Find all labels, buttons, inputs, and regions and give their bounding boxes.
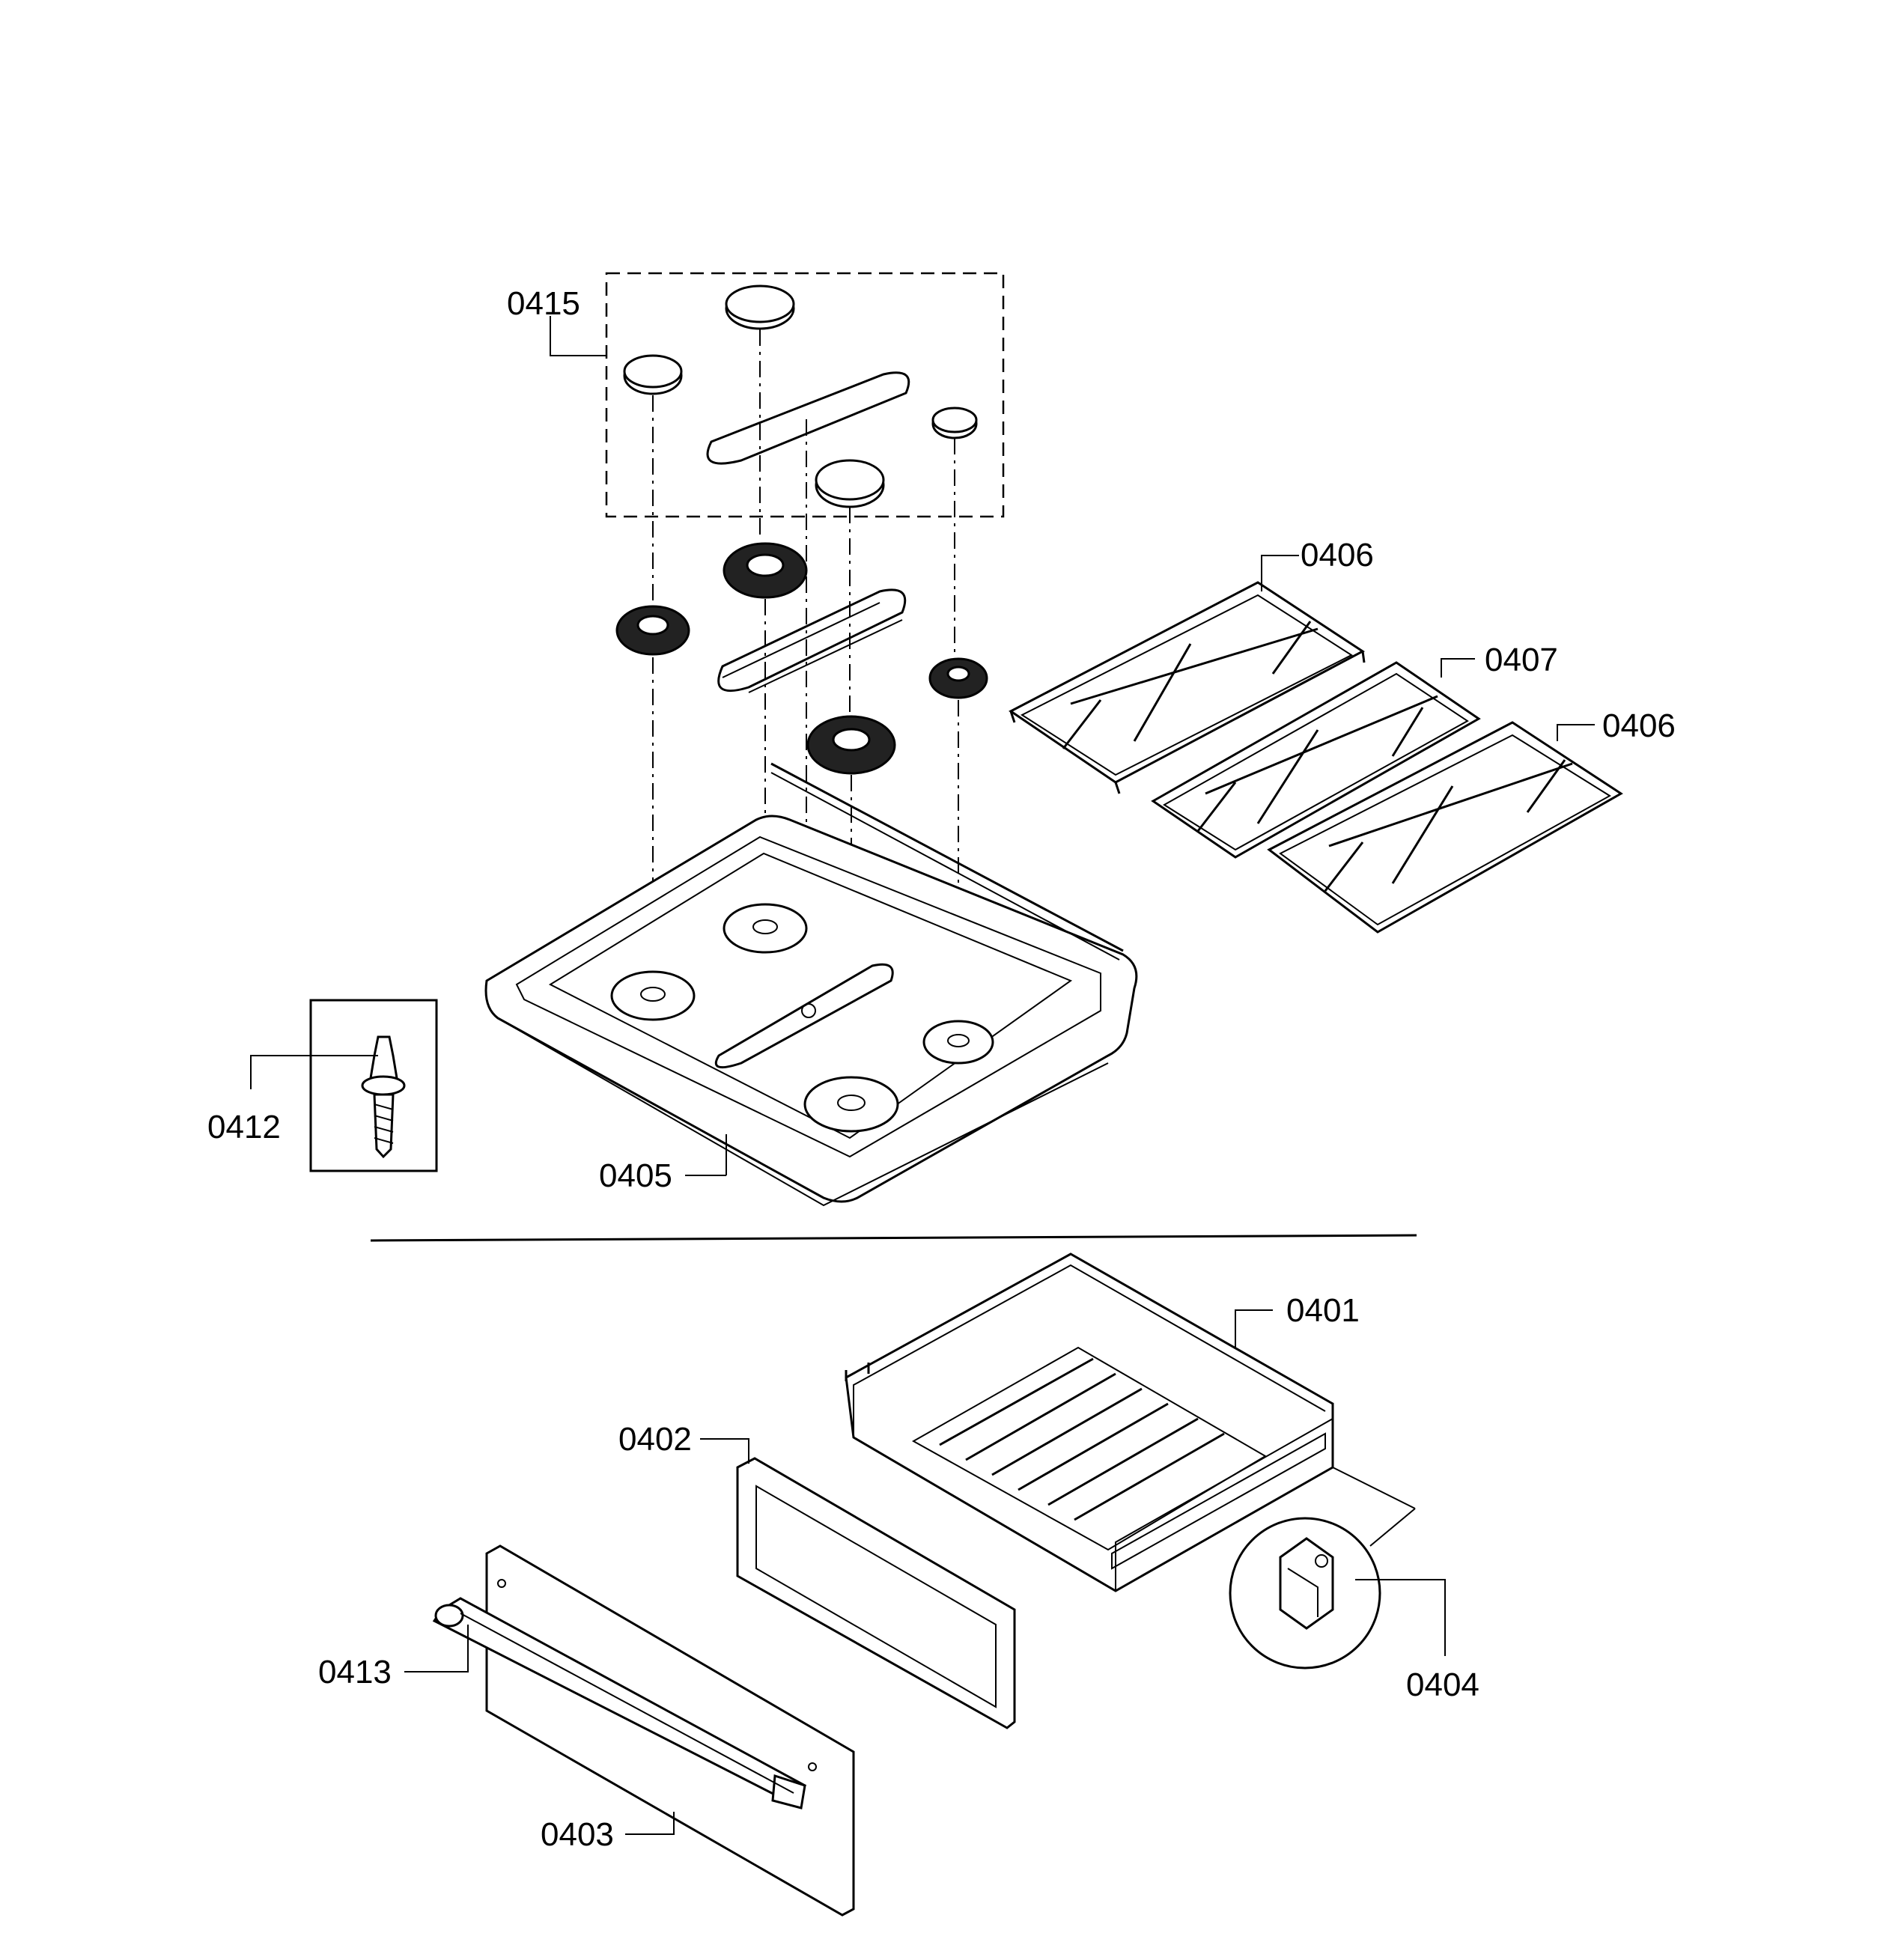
label-0404: 0404: [1406, 1667, 1479, 1703]
label-0403: 0403: [541, 1816, 614, 1853]
drawer-glide-detail: [1229, 1467, 1416, 1670]
label-0405: 0405: [599, 1157, 672, 1194]
drawer-handle: [432, 1597, 807, 1809]
leader-lines-upper: [250, 316, 1595, 1176]
grate-right: [1267, 721, 1623, 934]
label-0406-left: 0406: [1301, 537, 1374, 573]
label-0412: 0412: [207, 1109, 281, 1145]
label-0413: 0413: [318, 1654, 392, 1690]
label-0406-right: 0406: [1602, 707, 1676, 744]
cooktop: [484, 762, 1138, 1207]
burner-caps: [623, 284, 978, 508]
leader-lines-lower: [404, 1309, 1446, 1835]
burner-heads: [615, 542, 988, 775]
label-0401: 0401: [1286, 1292, 1360, 1329]
drawer-inner-panel: [736, 1457, 1016, 1729]
burner-cap-kit-group: [605, 272, 1005, 518]
label-0402: 0402: [618, 1421, 692, 1458]
label-0407: 0407: [1485, 642, 1558, 678]
drawer-body: [845, 1252, 1334, 1592]
grate-center: [1151, 661, 1481, 859]
section-divider: [370, 1234, 1417, 1242]
orifice-fitting-box: [309, 999, 438, 1172]
grate-left: [1009, 581, 1366, 794]
label-0415: 0415: [507, 285, 580, 322]
